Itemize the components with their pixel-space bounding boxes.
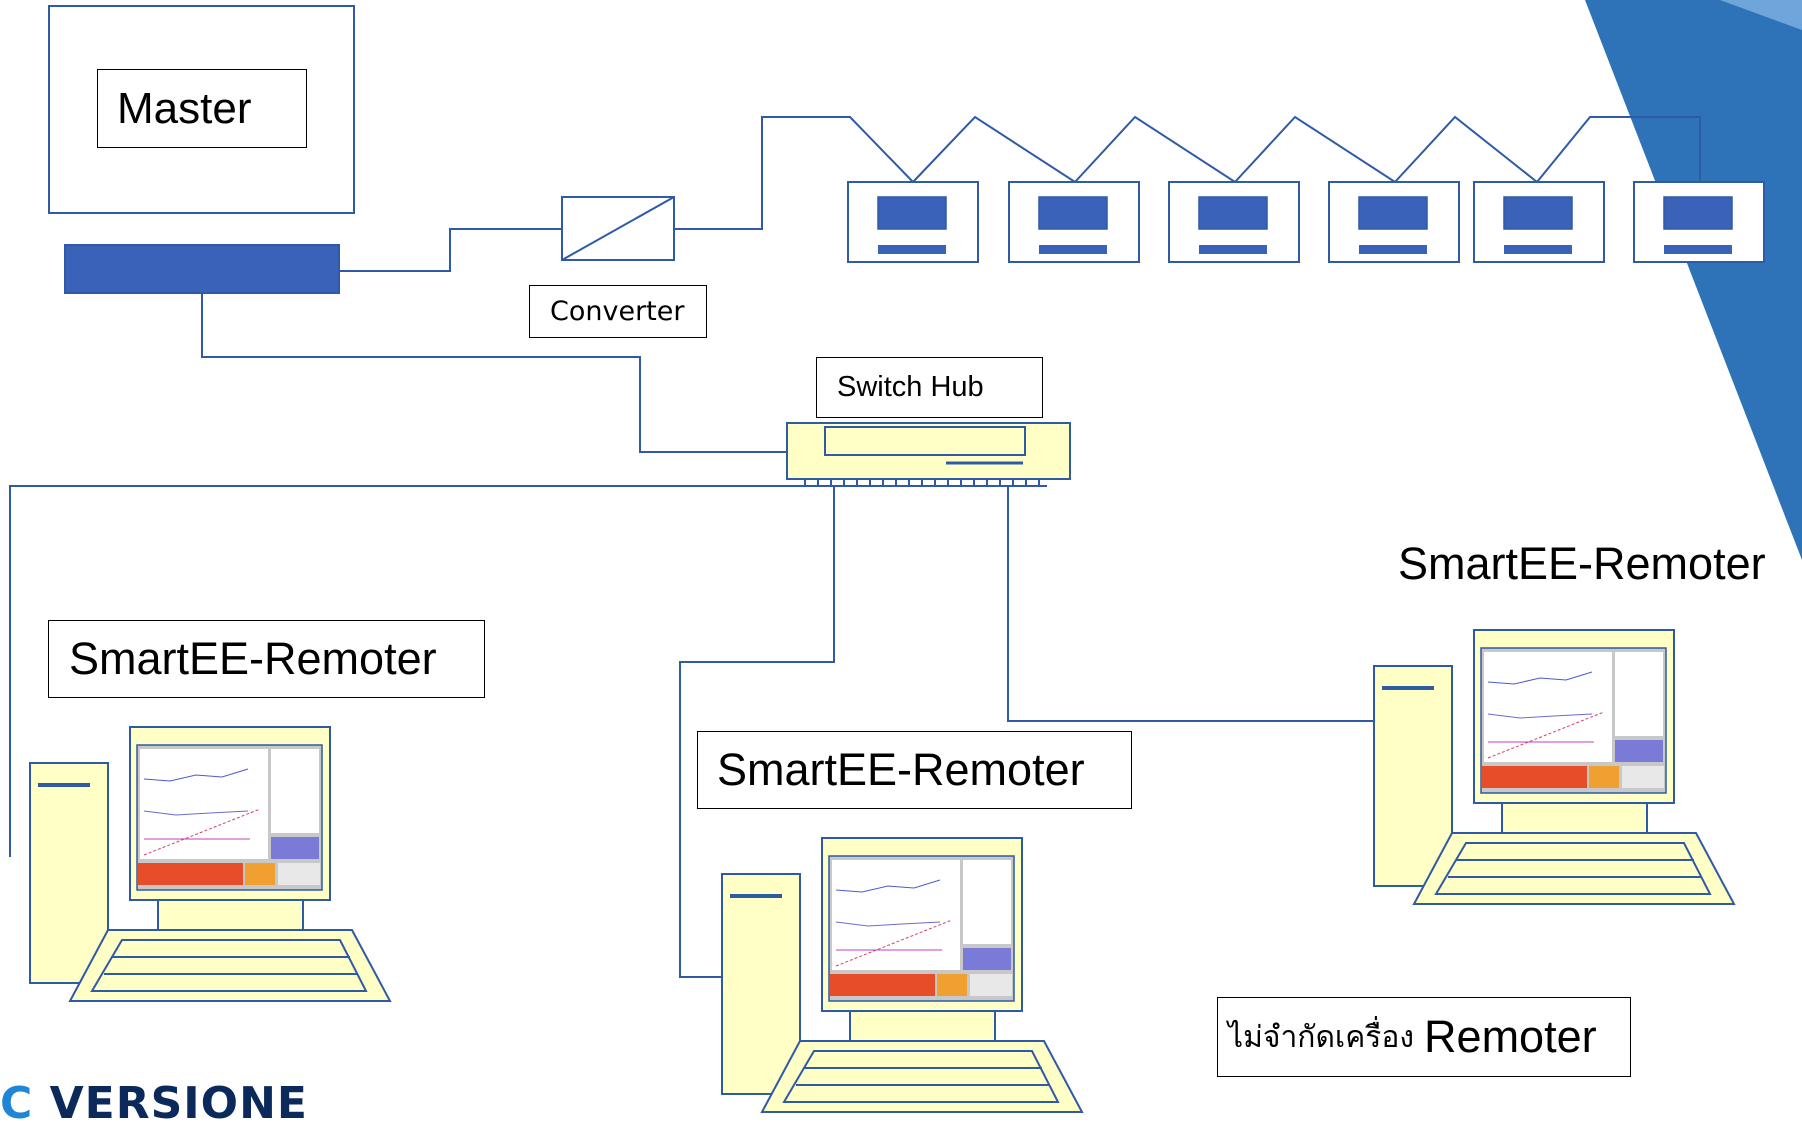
connection-lines: [9, 115, 1701, 978]
master-cpu-unit-icon: [64, 244, 340, 294]
meter-devices: [847, 181, 1765, 263]
meter-device-icon: [847, 181, 979, 263]
line-master-to-switch: [201, 293, 787, 453]
meter-device-icon: [1008, 181, 1140, 263]
corner-accent-highlight: [1720, 0, 1802, 30]
switch-hub-label: Switch Hub: [816, 357, 1043, 418]
converter-icon: [561, 196, 675, 261]
converter-label: Converter: [529, 285, 707, 338]
brand-logo: C VERSIONE: [0, 1078, 308, 1129]
line-converter-to-meters: [674, 115, 1701, 230]
brand-name: VERSIONE: [49, 1078, 308, 1129]
unlimited-prefix-text: ไม่จำกัดเครื่อง: [1228, 1019, 1415, 1055]
computer-workstations: [29, 629, 1736, 1113]
meter-device-icon: [1633, 181, 1765, 263]
computer-workstation-icon: [29, 726, 392, 1002]
unlimited-remoter-label: ไม่จำกัดเครื่อง Remoter: [1217, 997, 1631, 1077]
switch-hub-icon: [786, 422, 1071, 486]
brand-mark-icon: C: [0, 1078, 34, 1129]
line-switch-to-right-pc: [1007, 486, 1380, 722]
corner-accent-shape: [1585, 0, 1802, 560]
line-switch-to-left-pc: [9, 485, 1047, 857]
computer-workstation-icon: [721, 837, 1084, 1113]
meter-device-icon: [1168, 181, 1300, 263]
line-master-to-converter: [339, 228, 562, 272]
meter-device-icon: [1473, 181, 1605, 263]
remoter-left-label: SmartEE-Remoter: [48, 620, 485, 698]
remoter-right-label: SmartEE-Remoter: [1398, 538, 1766, 589]
computer-workstation-icon: [1373, 629, 1736, 905]
meter-device-icon: [1328, 181, 1460, 263]
master-label: Master: [97, 69, 307, 148]
remoter-center-label: SmartEE-Remoter: [697, 731, 1132, 809]
unlimited-suffix-text: Remoter: [1424, 1011, 1597, 1062]
line-switch-to-center-pc: [679, 486, 835, 978]
